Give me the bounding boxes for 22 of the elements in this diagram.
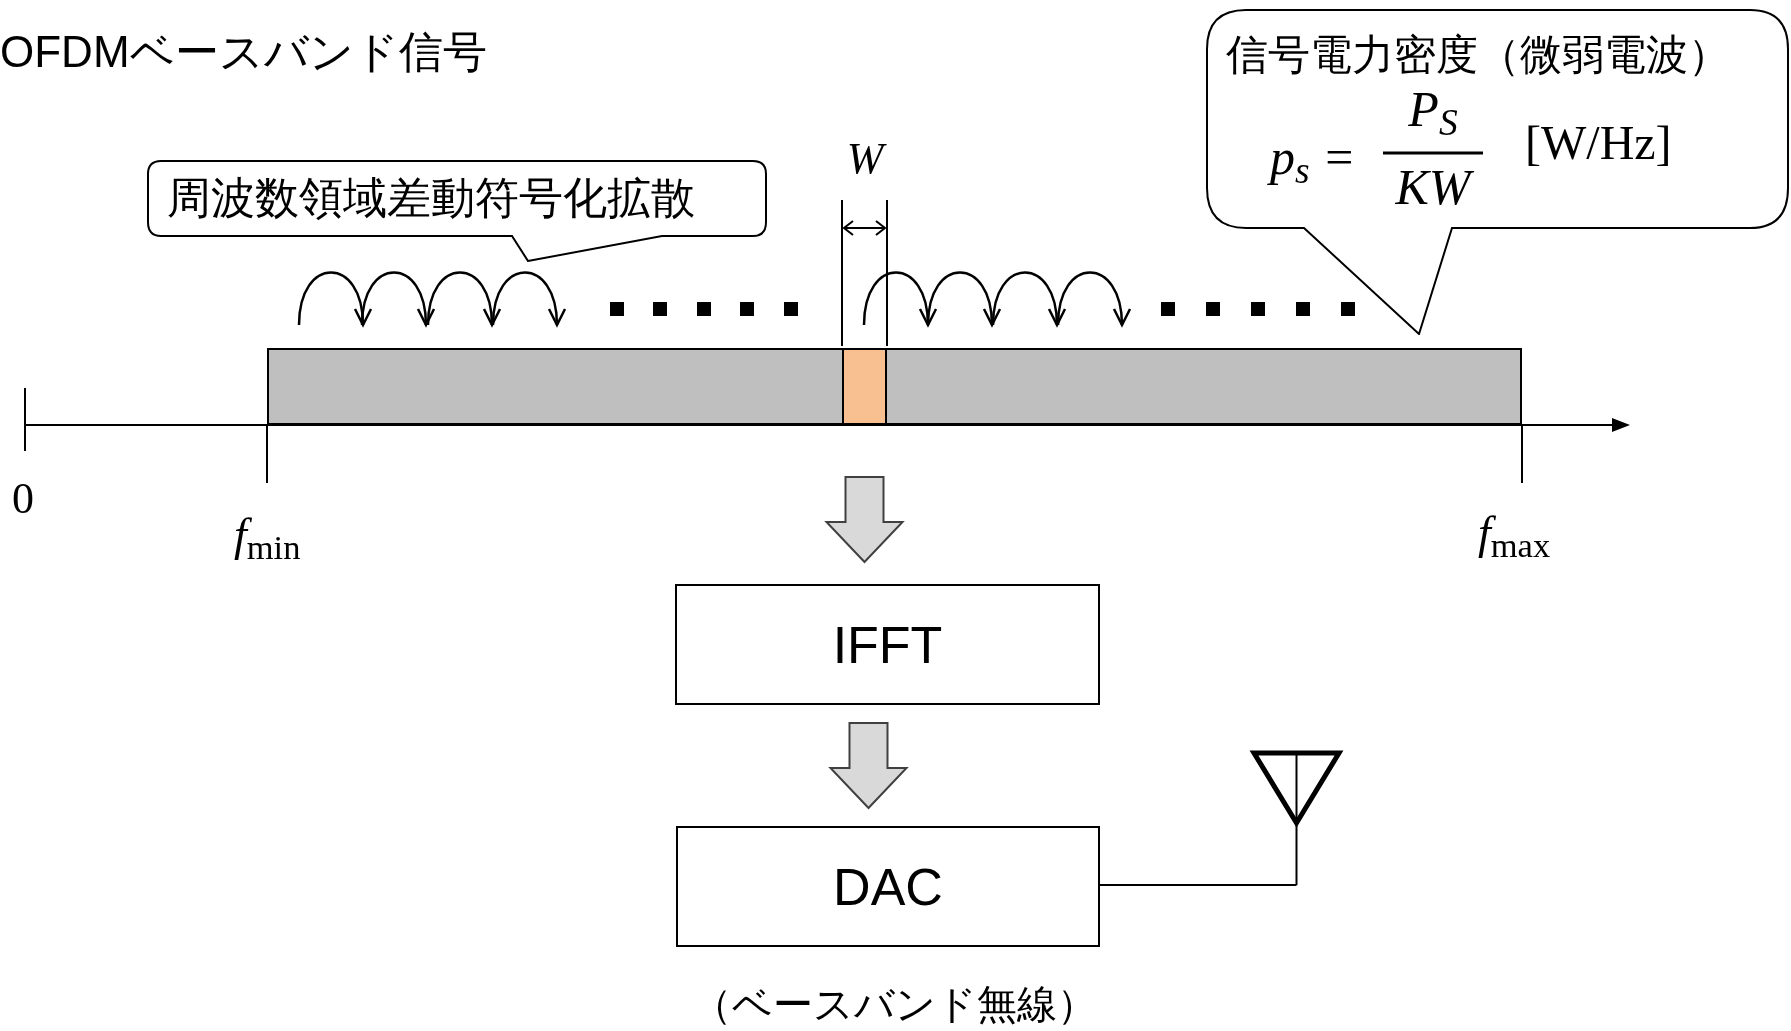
process-box xyxy=(675,584,1100,705)
callout-text: 信号電力密度（微弱電波） xyxy=(1226,30,1730,80)
callout-text: 周波数領域差動符号化拡散 xyxy=(167,172,695,224)
block-arrow xyxy=(828,722,909,810)
block-arrow xyxy=(824,476,905,564)
box-label: DAC xyxy=(833,856,943,918)
formula-text: [W/Hz] xyxy=(1525,115,1672,171)
axis-label: f$_{max}$ xyxy=(1478,506,1551,560)
connector-line xyxy=(1099,884,1298,886)
antenna-symbol xyxy=(1251,750,1342,885)
axis-label: 0 xyxy=(12,474,34,524)
caption: （ベースバンド無線） xyxy=(690,981,1098,1028)
process-box xyxy=(676,826,1100,947)
width-label: W xyxy=(845,134,885,184)
formula-text: P$_{S}$ xyxy=(1408,80,1458,139)
speech-bubble xyxy=(1206,9,1790,335)
sub-band xyxy=(842,348,887,425)
axis-label: f$_{min}$ xyxy=(234,508,301,562)
frequency-band xyxy=(267,348,1522,425)
title: OFDMベースバンド信号 xyxy=(0,26,487,78)
box-label: IFFT xyxy=(832,614,943,676)
speech-bubble xyxy=(147,160,767,262)
